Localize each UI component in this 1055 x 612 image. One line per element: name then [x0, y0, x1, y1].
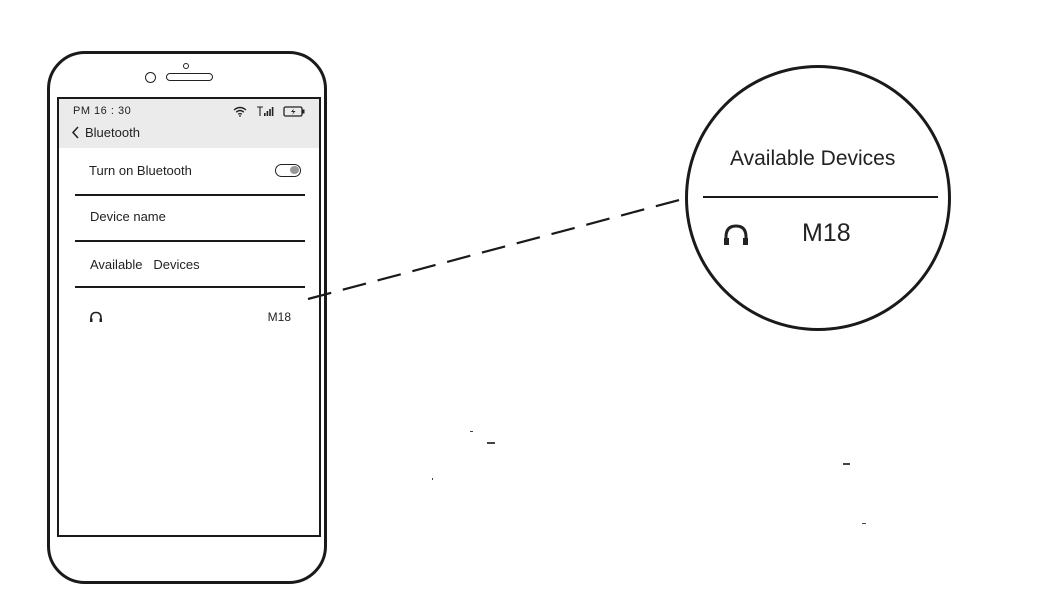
- device-name-label: Device name: [90, 209, 166, 224]
- available-devices-label: Available Devices: [90, 257, 200, 272]
- back-button[interactable]: Bluetooth: [71, 125, 140, 140]
- signal-icon: [257, 105, 274, 116]
- wifi-icon: [233, 106, 247, 117]
- divider: [75, 194, 305, 196]
- phone-screen: PM 16 : 30: [57, 97, 321, 537]
- headphones-icon: [724, 224, 748, 245]
- divider: [75, 240, 305, 242]
- toggle-knob: [290, 166, 299, 174]
- status-bar: PM 16 : 30: [59, 99, 319, 148]
- zoom-device-name: M18: [802, 219, 851, 247]
- zoom-title: Available Devices: [730, 147, 896, 170]
- device-list-item[interactable]: M18: [75, 305, 305, 329]
- zoom-divider: [703, 196, 938, 198]
- divider: [75, 286, 305, 288]
- speck: [862, 523, 866, 524]
- chevron-left-icon: [71, 126, 79, 139]
- speaker-grille: [166, 73, 213, 81]
- device-name: M18: [267, 310, 291, 324]
- page-title: Bluetooth: [85, 125, 140, 140]
- speck: [432, 478, 433, 480]
- bluetooth-toggle[interactable]: [275, 164, 301, 177]
- bluetooth-toggle-row[interactable]: Turn on Bluetooth: [59, 151, 319, 195]
- camera-icon: [183, 63, 189, 69]
- zoom-callout: Available Devices M18: [685, 65, 951, 331]
- sensor-icon: [145, 72, 156, 83]
- status-time: PM 16 : 30: [73, 105, 132, 117]
- device-name-row[interactable]: Device name: [75, 196, 305, 240]
- battery-charging-icon: [283, 105, 305, 117]
- headphones-icon: [90, 311, 102, 322]
- speck: [843, 463, 850, 465]
- status-icons: [233, 104, 305, 118]
- toggle-label: Turn on Bluetooth: [89, 163, 192, 178]
- speck: [470, 431, 473, 432]
- speck: [487, 442, 495, 444]
- available-devices-header: Available Devices: [75, 242, 305, 286]
